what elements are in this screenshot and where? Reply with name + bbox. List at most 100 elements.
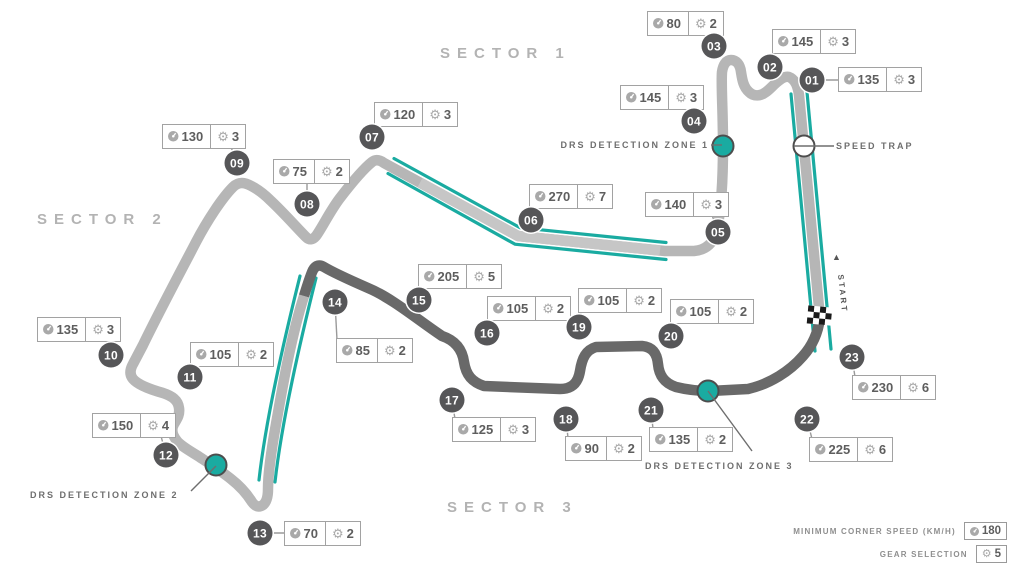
corner-label-14: 85⚙2: [336, 338, 413, 363]
corner-label-18: 90⚙2: [565, 436, 642, 461]
gear-icon: ⚙: [331, 526, 344, 541]
corner-speed-cell: 125: [453, 418, 502, 441]
corner-speed-cell: 120: [375, 103, 424, 126]
corner-speed-cell: 130: [163, 125, 212, 148]
corner-gear-cell: ⚙7: [578, 185, 612, 208]
track-path-sectors-1-2: [125, 54, 826, 512]
corner-label-15: 205⚙5: [418, 264, 503, 289]
drs-zone-1-label: DRS DETECTION ZONE 1: [560, 140, 709, 150]
corner-speed-value: 105: [209, 347, 232, 362]
corner-label-10: 135⚙3: [37, 317, 122, 342]
corner-speed-value: 105: [597, 293, 620, 308]
start-direction-arrow-icon: ▲: [832, 252, 841, 262]
corner-speed-cell: 105: [579, 289, 628, 312]
corner-speed-value: 205: [437, 269, 460, 284]
corner-label-02: 145⚙3: [772, 29, 857, 54]
drs-detection-1-marker: [711, 134, 735, 158]
speed-icon: [676, 306, 687, 317]
speed-icon: [290, 528, 301, 539]
gear-icon: ⚙: [92, 322, 104, 337]
corner-gear-value: 2: [346, 526, 354, 541]
gear-icon: ⚙: [725, 304, 737, 319]
corner-gear-cell: ⚙2: [536, 297, 570, 320]
corner-gear-value: 2: [335, 164, 343, 179]
corner-gear-cell: ⚙3: [423, 103, 457, 126]
corner-label-19: 105⚙2: [578, 288, 663, 313]
corner-marker-13: 13: [247, 520, 273, 546]
corner-label-16: 105⚙2: [487, 296, 572, 321]
gear-icon: ⚙: [542, 301, 554, 316]
gear-icon: ⚙: [700, 197, 712, 212]
speed-icon: [380, 109, 391, 120]
corner-gear-value: 3: [443, 107, 452, 122]
gear-icon: ⚙: [245, 347, 257, 362]
corner-gear-cell: ⚙2: [326, 522, 360, 545]
corner-speed-value: 230: [871, 380, 894, 395]
corner-gear-value: 3: [231, 129, 240, 144]
speed-icon: [43, 324, 54, 335]
corner-gear-cell: ⚙2: [239, 343, 273, 366]
sector-3-label: SECTOR 3: [447, 499, 578, 516]
corner-marker-07: 07: [359, 124, 385, 150]
speed-icon: [424, 271, 435, 282]
corner-speed-value: 150: [111, 418, 134, 433]
speed-icon: [98, 420, 109, 431]
corner-marker-11: 11: [177, 364, 203, 390]
corner-marker-14: 14: [322, 289, 348, 315]
corner-speed-value: 145: [791, 34, 814, 49]
corner-speed-cell: 135: [839, 68, 888, 91]
speed-icon: [342, 345, 353, 356]
corner-gear-value: 2: [627, 441, 635, 456]
corner-marker-09: 09: [224, 150, 250, 176]
track-back-straight-overlay: [417, 177, 661, 256]
drs-edge-diagonal-left: [257, 274, 302, 482]
legend-min-speed-row: MINIMUM CORNER SPEED (KM/H) 180: [793, 522, 1007, 540]
corner-gear-value: 2: [647, 293, 656, 308]
corner-marker-22: 22: [794, 406, 820, 432]
corner-marker-04: 04: [681, 108, 707, 134]
corner-label-01: 135⚙3: [838, 67, 923, 92]
corner-gear-value: 3: [106, 322, 115, 337]
drs-3-connector-line: [707, 390, 753, 452]
corner-label-20: 105 ⚙2: [670, 299, 755, 324]
corner-label-07: 120 ⚙3: [374, 102, 459, 127]
corner-gear-cell: ⚙2: [719, 300, 753, 323]
corner-speed-value: 125: [471, 422, 494, 437]
corner-gear-cell: ⚙6: [901, 376, 935, 399]
corner-marker-08: 08: [294, 191, 320, 217]
corner-marker-06: 06: [518, 207, 544, 233]
corner-gear-value: 3: [841, 34, 850, 49]
corner-marker-12: 12: [153, 442, 179, 468]
corner-speed-cell: 270: [530, 185, 579, 208]
corner-gear-value: 6: [921, 380, 930, 395]
drs-edge-back-straight-bottom: [386, 171, 668, 262]
corner-speed-cell: 90: [566, 437, 607, 460]
corner-gear-value: 5: [487, 269, 496, 284]
legend-gear-label: GEAR SELECTION: [879, 549, 968, 559]
corner-speed-value: 90: [584, 441, 599, 456]
corner-marker-05: 05: [705, 219, 731, 245]
speed-icon: [815, 444, 826, 455]
corner-speed-value: 130: [181, 129, 204, 144]
corner-speed-value: 120: [393, 107, 416, 122]
corner-gear-value: 2: [556, 301, 565, 316]
speed-icon: [571, 443, 582, 454]
corner-speed-cell: 75: [274, 160, 315, 183]
corner-gear-value: 7: [598, 189, 607, 204]
speed-icon: [584, 295, 595, 306]
speed-icon: [535, 191, 546, 202]
gear-icon: ⚙: [864, 442, 876, 457]
corner-label-05: 140⚙3: [645, 192, 730, 217]
corner-speed-cell: 145: [621, 86, 670, 109]
drs-zone-edges: [257, 90, 833, 484]
corner-marker-01: 01: [799, 67, 825, 93]
corner-gear-value: 3: [907, 72, 916, 87]
corner-gear-cell: ⚙2: [698, 428, 732, 451]
corner-speed-cell: 105: [671, 300, 720, 323]
corner-gear-value: 4: [161, 418, 170, 433]
corner-speed-value: 105: [689, 304, 712, 319]
corner-gear-value: 3: [689, 90, 698, 105]
corner-speed-value: 70: [303, 526, 318, 541]
corner-speed-cell: 135: [650, 428, 699, 451]
legend-min-speed-label: MINIMUM CORNER SPEED (KM/H): [793, 526, 956, 536]
